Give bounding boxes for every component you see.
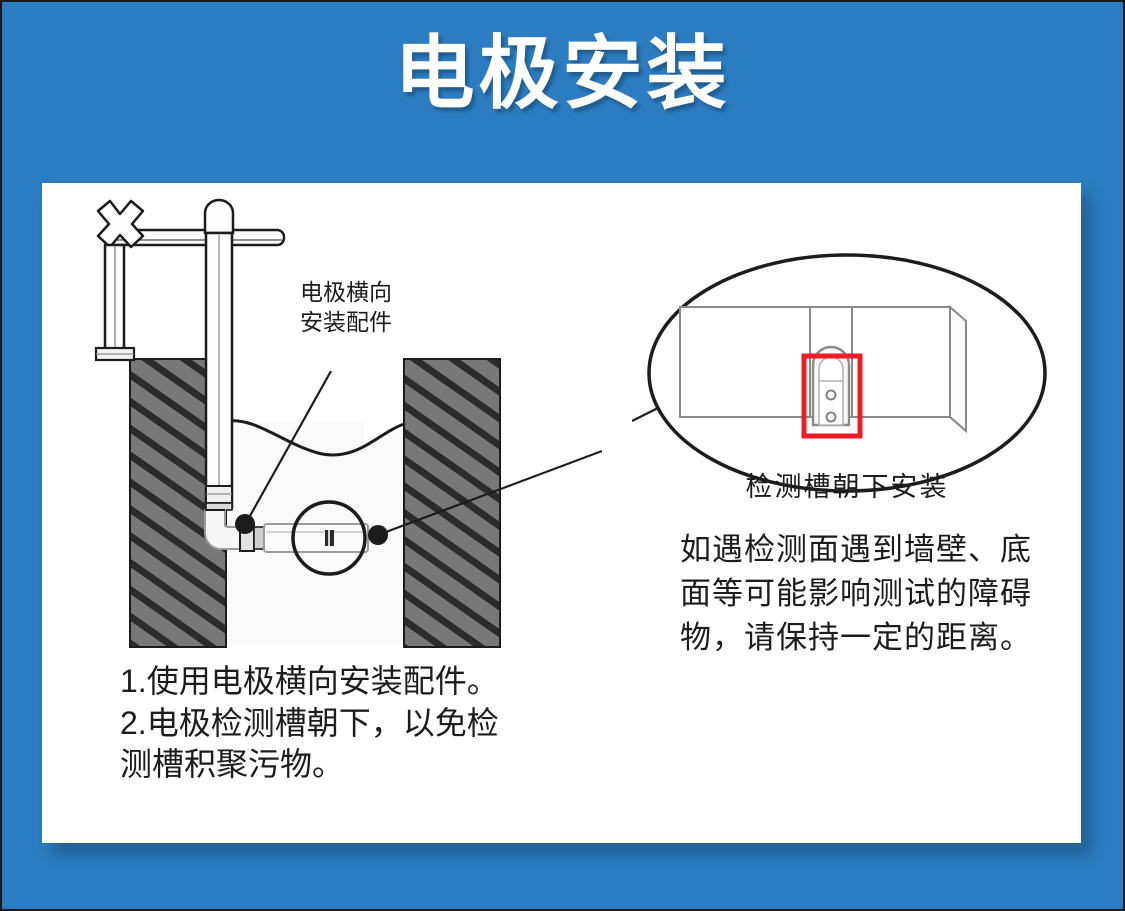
detection-slot (811, 345, 851, 427)
left-note-item-2: 2.电极检测槽朝下，以免检 (120, 704, 499, 741)
elbow-fitting (204, 509, 243, 550)
highlight-box (801, 353, 863, 439)
left-note-item-1: 1.使用电极横向安装配件。 (120, 663, 499, 699)
tank-cross-section-diagram: 电极横向 安装配件 (42, 183, 602, 683)
cross-knob-icon (96, 199, 145, 249)
label-horizontal-mounting-fitting: 电极横向 安装配件 (300, 278, 470, 338)
page-title: 电极安装 (394, 29, 731, 118)
ellipse-caption: 检测槽朝下安装 (745, 472, 949, 502)
leader-to-detail (368, 449, 602, 545)
tank-wall-right (403, 358, 501, 648)
water-surface (224, 419, 406, 457)
magnifier-circle (291, 500, 367, 576)
content-card: 电极横向 安装配件 (42, 183, 1081, 843)
horizontal-electrode (239, 523, 369, 553)
probe-pole (204, 231, 234, 511)
left-note-item-2-continued: 测槽积聚污物。 (120, 746, 345, 783)
right-note-paragraph: 如遇检测面遇到墙壁、底面等可能影响测试的障碍物，请保持一定的距离。 (680, 532, 1032, 656)
leader-fitting (235, 370, 332, 534)
detail-callout-diagram (632, 243, 1062, 543)
label-fitting-line2: 安装配件 (300, 308, 392, 335)
mounting-pole (94, 243, 136, 362)
left-notes-list: 1.使用电极横向安装配件。 2.电极检测槽朝下，以免检 测槽积聚污物。 (120, 661, 620, 786)
round-cap-icon (203, 198, 235, 235)
label-fitting-line1: 电极横向 (300, 279, 392, 305)
